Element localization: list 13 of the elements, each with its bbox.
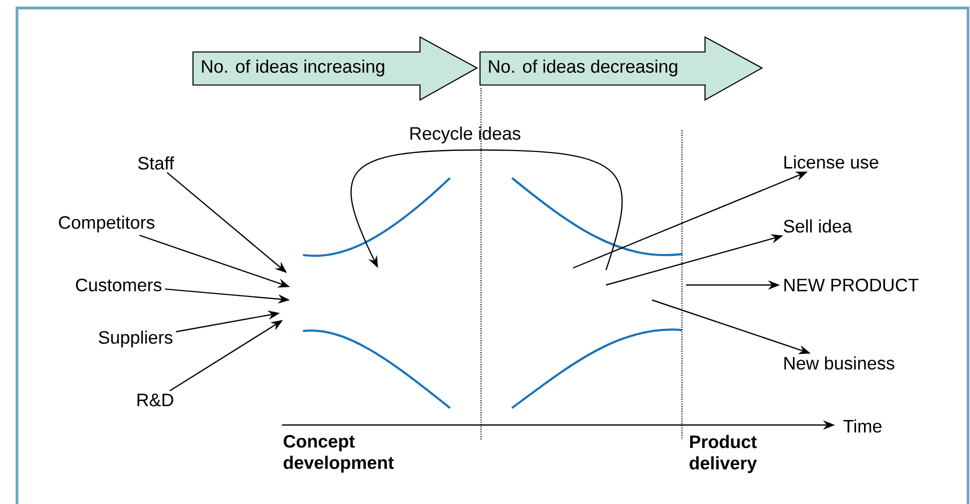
outcome-label: New business (784, 356, 894, 370)
phase-label: Concept development (284, 434, 394, 473)
outcome-label: NEW PRODUCT (784, 278, 918, 292)
source-label: Staff (138, 156, 174, 170)
source-label: Customers (76, 278, 162, 292)
outcome-label: License use (784, 155, 878, 169)
source-label: Suppliers (98, 330, 172, 348)
source-label: R&D (138, 394, 174, 406)
caption: Recycle ideas (410, 126, 520, 144)
source-label: Competitors (58, 216, 154, 232)
phase-label: Product delivery (690, 434, 757, 474)
axis-label: Time (843, 419, 882, 433)
outcome-label: Sell idea (784, 219, 852, 233)
